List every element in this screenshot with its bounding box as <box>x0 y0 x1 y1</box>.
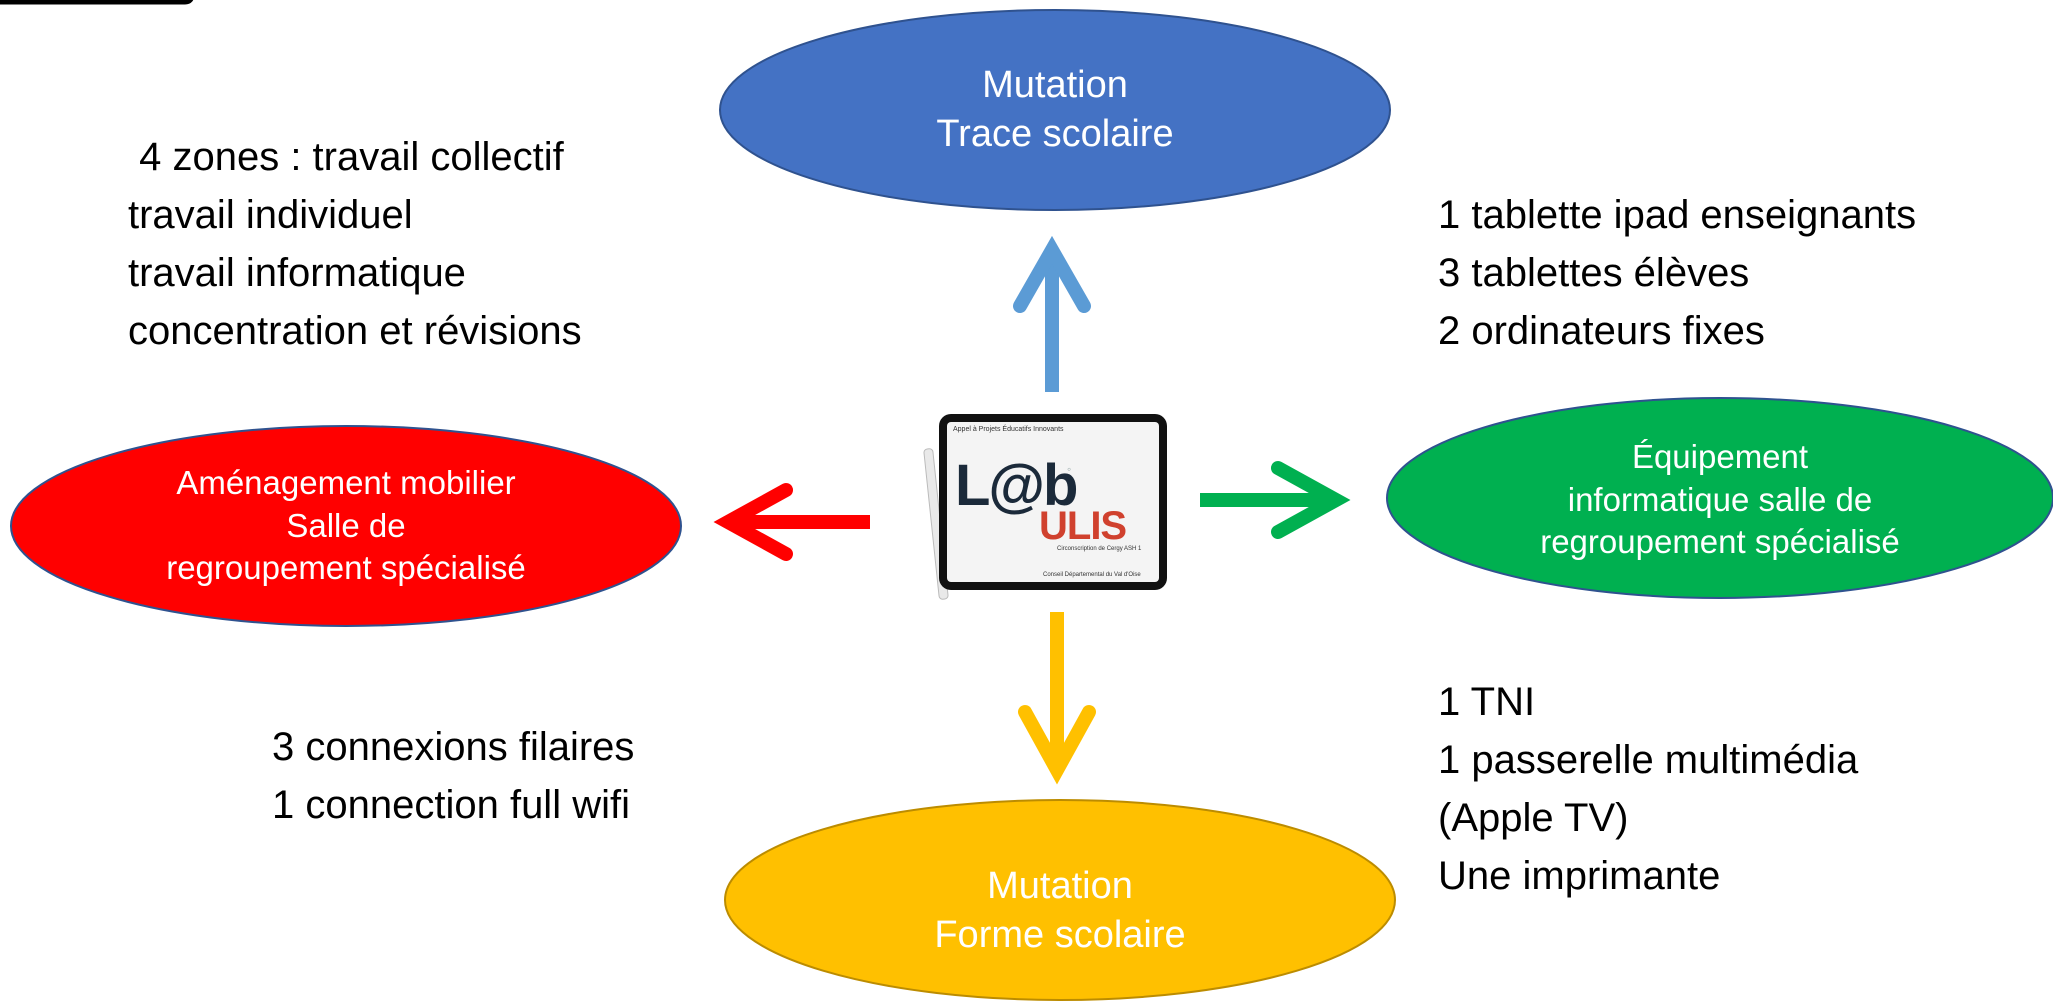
ellipse-equipement-informatique <box>1386 397 2053 599</box>
text-block-tablettes: 1 tablette ipad enseignants 3 tablettes … <box>1438 186 1916 360</box>
tablettes-line-2: 3 tablettes élèves <box>1438 251 1750 295</box>
tni-line-1: 1 TNI <box>1438 680 1536 724</box>
ellipse-left-line-3: regroupement spécialisé <box>166 549 526 587</box>
ellipse-right-line-1: Équipement <box>1631 437 1809 475</box>
ellipse-top-line-1: Mutation <box>982 63 1128 106</box>
ellipse-label-right: Équipement informatique salle de regroup… <box>1410 410 2030 590</box>
connexions-line-1: 3 connexions filaires <box>272 725 635 769</box>
ellipse-label-bottom: Mutation Forme scolaire <box>725 836 1395 986</box>
text-block-tni: 1 TNI 1 passerelle multimédia (Apple TV)… <box>1438 673 1858 905</box>
text-block-connexions: 3 connexions filaires 1 connection full … <box>272 718 634 834</box>
connexions-line-2: 1 connection full wifi <box>272 783 630 827</box>
tablettes-line-1: 1 tablette ipad enseignants <box>1438 193 1917 237</box>
ellipse-right-line-3: regroupement spécialisé <box>1540 523 1900 561</box>
ellipse-top-line-2: Trace scolaire <box>936 113 1174 155</box>
ellipse-mutation-forme-scolaire <box>724 799 1396 1001</box>
logo-conseil: Conseil Départemental du Val d'Oise <box>1043 572 1141 578</box>
ellipse-bottom-line-1: Mutation <box>987 864 1133 907</box>
tni-line-2: 1 passerelle multimédia <box>1438 738 1859 782</box>
tablet-icon: ◦ Appel à Projets Éducatifs Innovants L@… <box>939 414 1167 590</box>
zones-line-2: travail individuel <box>128 193 413 237</box>
logo-ulis: ULIS <box>1039 504 1127 548</box>
logo-lab: L@b <box>955 453 1078 518</box>
ellipse-left-line-1: Aménagement mobilier <box>176 463 516 501</box>
lab-ulis-logo-image: ◦ Appel à Projets Éducatifs Innovants L@… <box>923 404 1195 604</box>
text-block-zones: 4 zones : travail collectif travail indi… <box>128 128 582 360</box>
ellipse-left-line-2: Salle de <box>286 506 406 544</box>
corner-frame-fragment <box>0 0 194 5</box>
logo-circonscription: Circonscription de Cergy ASH 1 <box>1057 546 1142 552</box>
zones-line-4: concentration et révisions <box>128 309 582 353</box>
arrow-down <box>1018 612 1096 785</box>
ellipse-right-line-2: informatique salle de <box>1567 480 1873 518</box>
ellipse-label-top: Mutation Trace scolaire <box>720 20 1390 200</box>
arrow-right <box>1200 461 1351 539</box>
tablet-screen: ◦ Appel à Projets Éducatifs Innovants L@… <box>947 422 1159 582</box>
tni-line-3: (Apple TV) <box>1438 796 1629 840</box>
tablettes-line-3: 2 ordinateurs fixes <box>1438 309 1765 353</box>
logo-header: Appel à Projets Éducatifs Innovants <box>953 426 1064 433</box>
ellipse-amenagement-mobilier <box>10 425 682 627</box>
tni-line-4: Une imprimante <box>1438 854 1721 898</box>
arrow-left <box>713 483 870 561</box>
zones-line-1: 4 zones : travail collectif <box>128 135 564 179</box>
ellipse-mutation-trace-scolaire <box>719 9 1391 211</box>
ellipse-label-left: Aménagement mobilier Salle de regroupeme… <box>40 436 652 616</box>
arrow-up <box>1013 235 1091 392</box>
zones-line-3: travail informatique <box>128 251 466 295</box>
ellipse-bottom-line-2: Forme scolaire <box>934 914 1186 956</box>
